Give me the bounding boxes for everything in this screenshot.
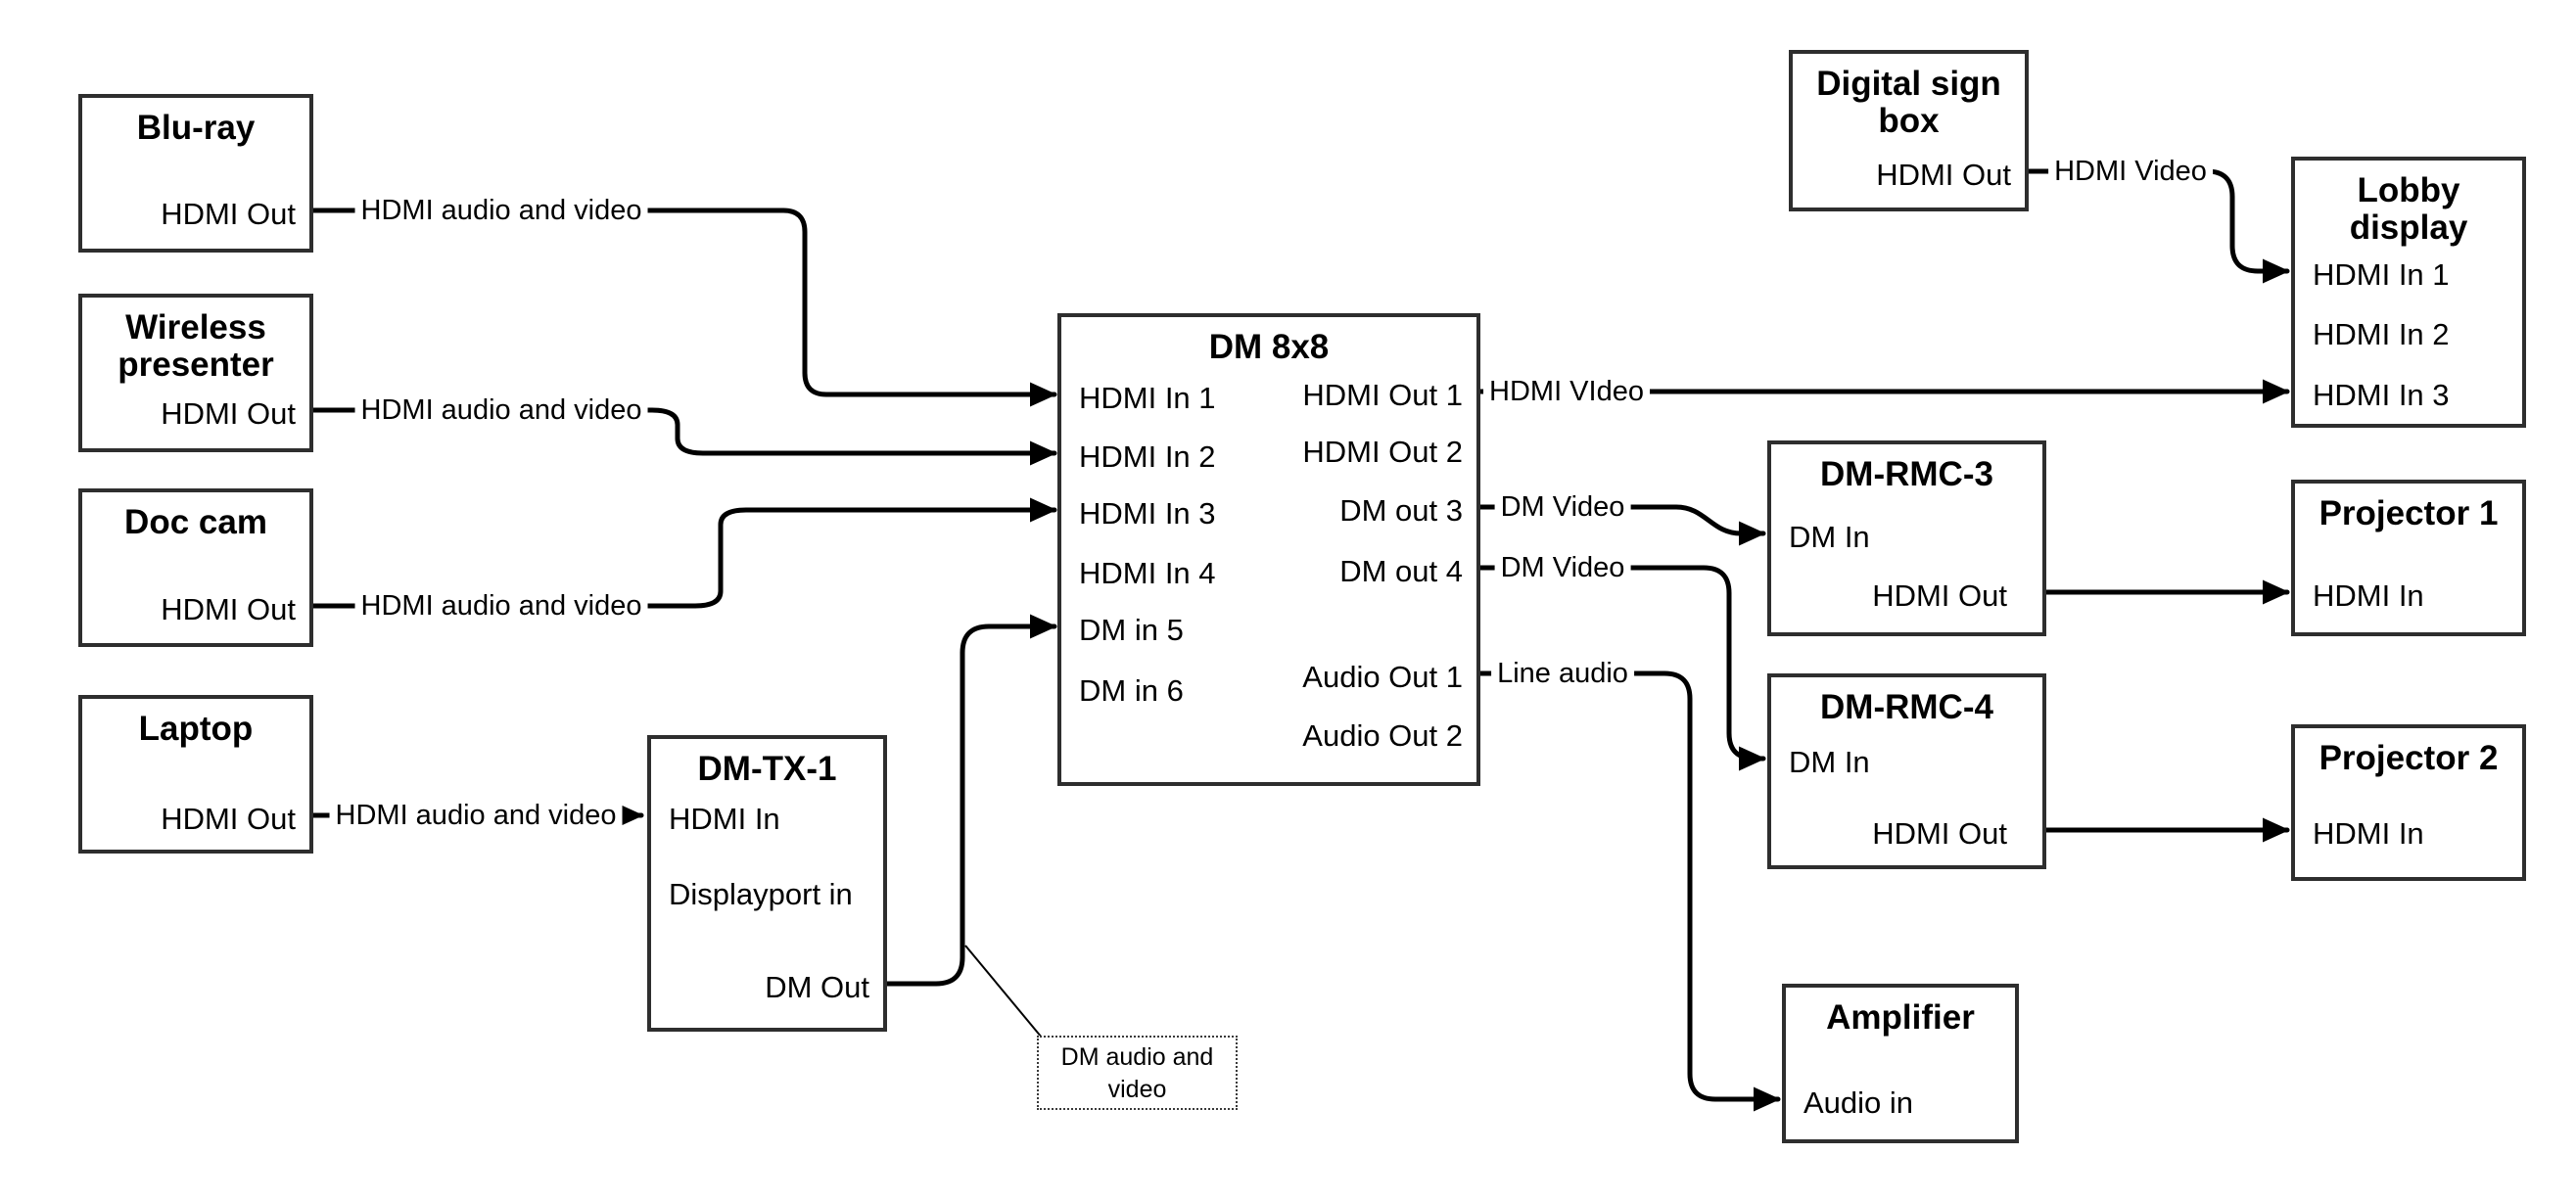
node-laptop: Laptop HDMI Out [78, 695, 313, 854]
node-doc-cam-title: Doc cam [124, 503, 267, 541]
link-dm8x8-out4-to-dmrmc4 [1477, 565, 1766, 771]
node-wireless-title-line2: presenter [117, 346, 274, 384]
port-laptop-hdmi-out: HDMI Out [161, 802, 296, 836]
port-digitalsign-hdmi-out: HDMI Out [1876, 158, 2011, 192]
node-wireless-presenter-title: Wireless presenter [82, 309, 309, 384]
node-projector-2-title: Projector 2 [2318, 739, 2499, 777]
port-dm8x8-dm-in-5: DM in 5 [1079, 613, 1184, 647]
node-digital-sign-title: Digital sign box [1793, 66, 2025, 140]
port-dm8x8-hdmi-in-3: HDMI In 3 [1079, 496, 1216, 531]
port-dm8x8-audio-out-1: Audio Out 1 [1302, 660, 1463, 694]
node-lobby-title-line2: display [2349, 208, 2468, 247]
link-digitalsign-to-lobby-in1 [2026, 168, 2290, 284]
port-dmtx1-displayport-in: Displayport in [669, 877, 853, 911]
link-label-laptop: HDMI audio and video [329, 799, 623, 832]
node-lobby-title-line1: Lobby [2357, 171, 2460, 209]
port-dmrmc4-hdmi-out: HDMI Out [1872, 816, 2007, 851]
node-wireless-presenter: Wireless presenter HDMI Out [78, 294, 313, 452]
node-bluray: Blu-ray HDMI Out [78, 94, 313, 253]
node-projector-2: Projector 2 HDMI In [2291, 724, 2526, 881]
callout-line2: video [1107, 1076, 1167, 1103]
link-wireless-to-dm8x8-in2 [310, 407, 1057, 466]
port-dmtx1-hdmi-in: HDMI In [669, 802, 780, 836]
node-dm-tx-1-title: DM-TX-1 [697, 750, 837, 788]
node-projector-1: Projector 1 HDMI In [2291, 480, 2526, 636]
node-wireless-title-line1: Wireless [125, 308, 266, 346]
link-dm8x8-out3-to-dmrmc3 [1477, 504, 1766, 546]
link-doccam-to-dm8x8-in3 [310, 497, 1057, 609]
link-label-dm-out3: DM Video [1494, 490, 1631, 524]
port-amplifier-audio-in: Audio in [1803, 1086, 1914, 1120]
node-dm-rmc-4-title: DM-RMC-4 [1820, 688, 1993, 726]
port-lobby-hdmi-in-3: HDMI In 3 [2313, 378, 2450, 412]
link-dmtx1-to-dm8x8-in5 [884, 614, 1057, 987]
port-bluray-hdmi-out: HDMI Out [161, 197, 296, 231]
callout-leader-line [964, 945, 1043, 1039]
port-proj1-hdmi-in: HDMI In [2313, 578, 2424, 613]
link-label-bluray: HDMI audio and video [354, 194, 648, 227]
port-dmtx1-dm-out: DM Out [765, 970, 869, 1004]
link-bluray-to-dm8x8-in1 [310, 208, 1057, 407]
port-dm8x8-hdmi-in-1: HDMI In 1 [1079, 381, 1216, 415]
node-digital-sign-box: Digital sign box HDMI Out [1789, 50, 2029, 211]
node-bluray-title: Blu-ray [136, 109, 256, 147]
node-lobby-display-title: Lobby display [2295, 172, 2522, 247]
port-dm8x8-hdmi-out-1: HDMI Out 1 [1302, 378, 1463, 412]
node-dm-rmc-4: DM-RMC-4 DM In HDMI Out [1767, 673, 2046, 869]
port-dmrmc4-dm-in: DM In [1789, 745, 1870, 779]
port-dm8x8-hdmi-in-4: HDMI In 4 [1079, 556, 1216, 590]
link-label-dm-out4: DM Video [1494, 551, 1631, 584]
node-amplifier-title: Amplifier [1826, 998, 1975, 1037]
node-doc-cam: Doc cam HDMI Out [78, 488, 313, 647]
node-digital-sign-title-line2: box [1878, 102, 1940, 140]
callout-line1: DM audio and [1060, 1043, 1214, 1071]
node-projector-1-title: Projector 1 [2318, 494, 2499, 532]
port-dm8x8-dm-out-3: DM out 3 [1339, 493, 1463, 528]
node-digital-sign-title-line1: Digital sign [1816, 65, 2001, 103]
port-dmrmc3-hdmi-out: HDMI Out [1872, 578, 2007, 613]
link-label-hdmi-out1: HDMI VIdeo [1483, 375, 1650, 408]
port-proj2-hdmi-in: HDMI In [2313, 816, 2424, 851]
port-dm8x8-dm-out-4: DM out 4 [1339, 554, 1463, 588]
node-laptop-title: Laptop [138, 710, 254, 748]
node-dm-8x8: DM 8x8 HDMI In 1 HDMI In 2 HDMI In 3 HDM… [1057, 313, 1480, 786]
node-dm-rmc-3-title: DM-RMC-3 [1820, 455, 1993, 493]
link-label-wireless: HDMI audio and video [354, 393, 648, 427]
node-amplifier: Amplifier Audio in [1782, 984, 2019, 1143]
port-dm8x8-dm-in-6: DM in 6 [1079, 673, 1184, 708]
port-doccam-hdmi-out: HDMI Out [161, 592, 296, 626]
node-lobby-display: Lobby display HDMI In 1 HDMI In 2 HDMI I… [2291, 157, 2526, 428]
port-wireless-hdmi-out: HDMI Out [161, 396, 296, 431]
link-dm8x8-audio1-to-amplifier [1477, 670, 1781, 1112]
port-lobby-hdmi-in-2: HDMI In 2 [2313, 317, 2450, 351]
link-label-digitalsign: HDMI Video [2048, 155, 2213, 188]
node-dm-rmc-3: DM-RMC-3 DM In HDMI Out [1767, 440, 2046, 636]
port-dm8x8-audio-out-2: Audio Out 2 [1302, 718, 1463, 753]
port-dm8x8-hdmi-in-2: HDMI In 2 [1079, 439, 1216, 474]
link-label-doccam: HDMI audio and video [354, 589, 648, 623]
node-dm-8x8-title: DM 8x8 [1208, 328, 1330, 366]
callout-dm-audio-and-video: DM audio and video [1037, 1036, 1238, 1110]
link-label-audio-out1: Line audio [1491, 657, 1634, 690]
node-dm-tx-1: DM-TX-1 HDMI In Displayport in DM Out [647, 735, 887, 1032]
port-dm8x8-hdmi-out-2: HDMI Out 2 [1302, 435, 1463, 469]
port-dmrmc3-dm-in: DM In [1789, 520, 1870, 554]
port-lobby-hdmi-in-1: HDMI In 1 [2313, 257, 2450, 292]
